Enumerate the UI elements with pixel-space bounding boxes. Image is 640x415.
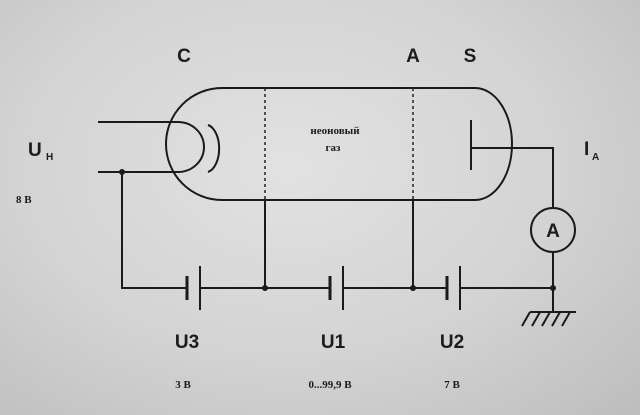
junction-dot (262, 285, 268, 291)
heater-label: U (28, 140, 42, 161)
cathode-shield (207, 124, 221, 173)
tube-envelope (165, 87, 513, 201)
anode-label: A (406, 46, 420, 67)
gas-label-line2: газ (326, 142, 341, 154)
junction-dot (550, 285, 556, 291)
battery-u2 (445, 266, 461, 310)
source-u2-voltage: 7 B (444, 379, 460, 391)
junction-dot (410, 285, 416, 291)
battery-u3 (185, 266, 201, 310)
current-subscript: A (592, 152, 599, 163)
source-u3-voltage: 3 B (175, 379, 191, 391)
gas-label-line1: неоновый (310, 125, 360, 137)
cathode-label: C (177, 46, 191, 67)
source-u2-name: U2 (440, 332, 464, 353)
source-u1-voltage: 0...99,9 B (308, 379, 352, 391)
screen-label: S (464, 46, 477, 67)
collector-electrode (470, 120, 554, 208)
ammeter-label: A (546, 221, 560, 242)
source-u3-name: U3 (175, 332, 199, 353)
current-label: I (584, 139, 589, 160)
heater-subscript: H (46, 152, 53, 163)
bottom-bus (121, 172, 553, 289)
source-u1-name: U1 (321, 332, 346, 353)
junction-dot (119, 169, 125, 175)
ground-icon (521, 288, 576, 327)
battery-u1 (328, 266, 344, 310)
heater-voltage: 8 B (16, 194, 32, 206)
cathode-filament (98, 121, 205, 173)
